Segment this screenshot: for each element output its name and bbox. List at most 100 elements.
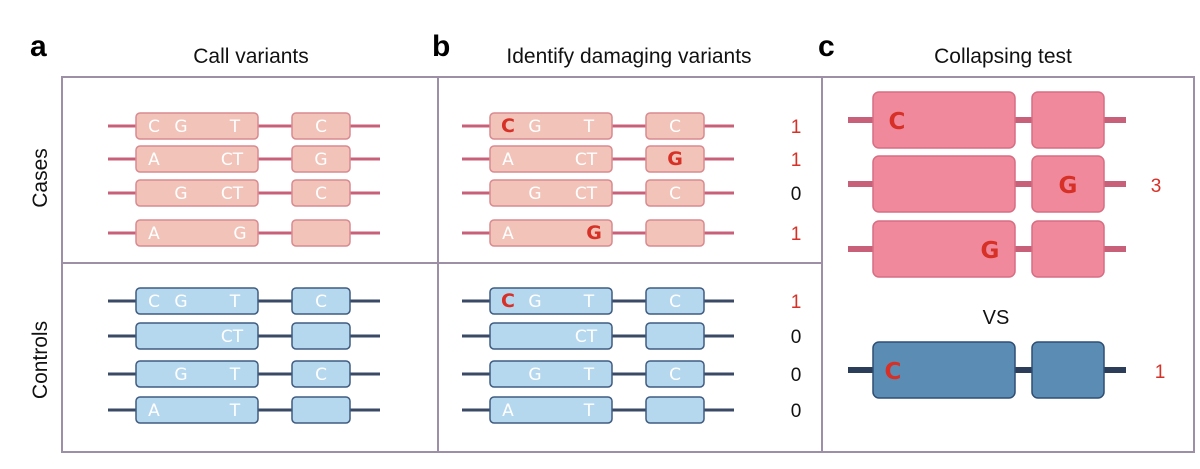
panel-b-cases-row-2-exon-2 — [645, 145, 705, 173]
damaging-variant-letter: C — [501, 115, 515, 137]
panel-c-case-gene-1-exon-1 — [872, 91, 1016, 149]
variant-letter: T — [229, 292, 241, 312]
variant-letter: CT — [221, 327, 244, 347]
panel-c-case-gene-1: C — [848, 91, 1126, 149]
panel-b-controls-row-4-exon-2 — [645, 396, 705, 424]
panel-c-frame — [821, 76, 1195, 453]
variant-letter: C — [669, 365, 681, 385]
panel-a-cases-row-1-exon-1 — [135, 112, 259, 140]
control-total-count: 1 — [1155, 362, 1166, 383]
panel-b-controls-row-1-exon-1 — [489, 287, 613, 315]
variant-letter: G — [528, 365, 541, 385]
variant-letter: T — [583, 401, 595, 421]
variant-letter: G — [528, 292, 541, 312]
damaging-variant-letter: C — [885, 359, 902, 385]
variant-letter: CT — [221, 184, 244, 204]
variant-letter: T — [229, 365, 241, 385]
panel-b-controls-row-3-exon-2 — [645, 360, 705, 388]
variant-letter: G — [174, 117, 187, 137]
panel-a-controls-row-2-exon-2 — [291, 322, 351, 350]
variant-letter: G — [174, 365, 187, 385]
variant-letter: A — [502, 401, 514, 421]
panel-b-cases-row-4-exon-2 — [645, 219, 705, 247]
variant-letter: G — [528, 184, 541, 204]
variant-letter: G — [528, 117, 541, 137]
panel-b-controls-row-3-exon-1 — [489, 360, 613, 388]
variant-count: 1 — [791, 292, 802, 313]
variant-letter: C — [669, 292, 681, 312]
damaging-variant-letter: G — [667, 148, 683, 170]
variant-letter: C — [315, 365, 327, 385]
variant-letter: A — [502, 150, 514, 170]
variant-letter: T — [229, 117, 241, 137]
variant-count: 0 — [791, 401, 802, 422]
variant-letter: A — [148, 224, 160, 244]
panel-b-cases-row-4-exon-1 — [489, 219, 613, 247]
variant-count: 0 — [791, 365, 802, 386]
panel-a-cases-row-4-exon-1 — [135, 219, 259, 247]
variant-count: 1 — [791, 150, 802, 171]
panel-a-cases-row-2-exon-1 — [135, 145, 259, 173]
panel-a-controls-row-3-exon-1 — [135, 360, 259, 388]
panel-c-control-gene-1-exon-2 — [1031, 341, 1105, 399]
panel-a-cases-row-3: G CT C — [108, 179, 380, 207]
panel-a-controls-row-4-exon-2 — [291, 396, 351, 424]
variant-count: 1 — [791, 224, 802, 245]
damaging-variant-letter: C — [889, 109, 906, 135]
panel-c-case-gene-3: G — [848, 220, 1126, 278]
panel-b-controls-row-2-exon-2 — [645, 322, 705, 350]
panel-a-cases-row-3-exon-2 — [291, 179, 351, 207]
variant-letter: G — [314, 150, 327, 170]
variant-count: 0 — [791, 327, 802, 348]
variant-count: 0 — [791, 184, 802, 205]
panel-a-controls-row-1-exon-1 — [135, 287, 259, 315]
variant-letter: A — [148, 401, 160, 421]
variant-letter: A — [148, 150, 160, 170]
variant-letter: G — [174, 184, 187, 204]
panel-b-cases-row-1-exon-1 — [489, 112, 613, 140]
damaging-variant-letter: C — [501, 290, 515, 312]
panel-b-cases-row-2-exon-1 — [489, 145, 613, 173]
panel-c-letter: c — [818, 30, 835, 63]
variant-letter: C — [315, 184, 327, 204]
panel-a-title: Call variants — [193, 45, 309, 68]
panel-b-cases-row-3-exon-1 — [489, 179, 613, 207]
panel-c-case-gene-2-exon-2 — [1031, 155, 1105, 213]
panel-c-case-gene-1-exon-2 — [1031, 91, 1105, 149]
panel-a-controls-row-2: CT — [108, 322, 380, 350]
panel-frames — [61, 76, 1195, 453]
controls-label: Controls — [29, 321, 52, 399]
panel-b-controls-row-4: A T 0 — [462, 396, 802, 424]
panel-a-controls-row-4-exon-1 — [135, 396, 259, 424]
panel-b-controls-row-1-exon-2 — [645, 287, 705, 315]
variant-letter: C — [315, 117, 327, 137]
panel-a-letter: a — [30, 30, 47, 63]
case-total-count: 3 — [1151, 176, 1162, 197]
panel-a-controls-row-2-exon-1 — [135, 322, 259, 350]
variant-letter: CT — [575, 184, 598, 204]
variant-letter: G — [174, 292, 187, 312]
damaging-variant-letter: G — [586, 222, 602, 244]
panel-c-case-gene-2: G — [848, 155, 1126, 213]
panel-b-controls-row-4-exon-1 — [489, 396, 613, 424]
variant-letter: T — [583, 117, 595, 137]
variant-letter: T — [583, 292, 595, 312]
panel-b-cases-row-1-exon-2 — [645, 112, 705, 140]
variant-letter: C — [148, 117, 160, 137]
cases-label: Cases — [29, 148, 52, 208]
variant-letter: CT — [575, 150, 598, 170]
panel-a-controls-row-1-exon-2 — [291, 287, 351, 315]
panel-c-title: Collapsing test — [934, 45, 1072, 68]
panel-b-cases-row-3-exon-2 — [645, 179, 705, 207]
